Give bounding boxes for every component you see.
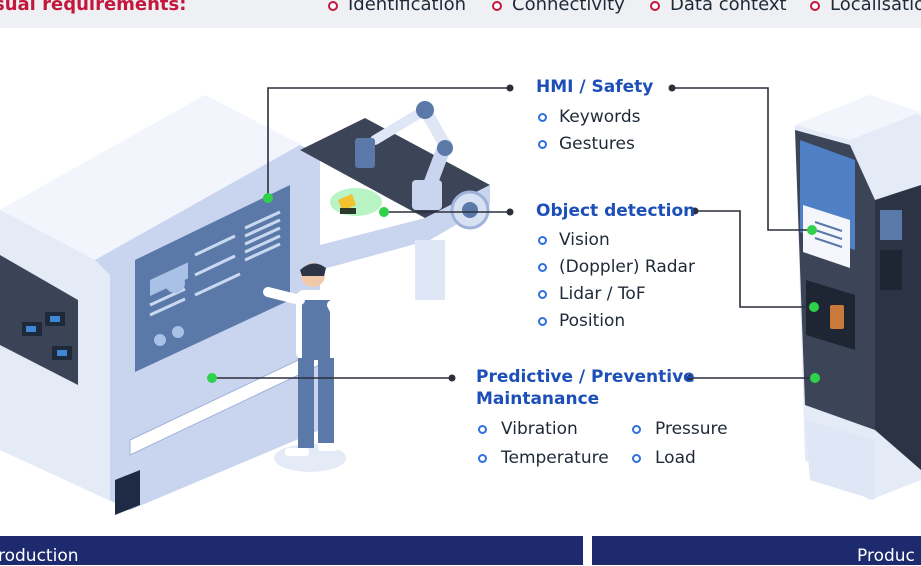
sensor-dot-icon [207, 193, 820, 383]
predictive-title-line2: Maintanance [476, 389, 600, 409]
detection-item-position: Position [559, 311, 626, 331]
bullet-icon [538, 140, 547, 149]
hmi-item-gestures: Gestures [559, 134, 635, 154]
bullet-icon [810, 1, 820, 11]
hmi-safety-title: HMI / Safety [536, 77, 654, 97]
predictive-item-vibration: Vibration [501, 419, 578, 439]
detection-item-lidar: Lidar / ToF [559, 284, 646, 304]
production-machine [0, 95, 331, 515]
worker-icon [263, 263, 350, 472]
bullet-icon [632, 425, 641, 434]
predictive-item-pressure: Pressure [655, 419, 728, 439]
bullet-icon [538, 113, 547, 122]
conveyor-belt [300, 118, 490, 300]
bullet-icon [538, 317, 547, 326]
object-detection-title: Object detection [536, 201, 696, 221]
predictive-item-load: Load [655, 448, 696, 468]
bullet-icon [538, 290, 547, 299]
bullet-icon [538, 236, 547, 245]
requirement-connectivity: Connectivity [512, 0, 625, 15]
bullet-icon [650, 1, 660, 11]
detection-item-vision: Vision [559, 230, 610, 250]
bullet-icon [328, 1, 338, 11]
requirement-identification: Identification [348, 0, 467, 15]
footer-right-bar: Produc [592, 536, 921, 566]
connector-lines [212, 87, 815, 379]
bullet-icon [632, 454, 641, 463]
bullet-icon [492, 1, 502, 11]
coffee-machine-icon [795, 95, 921, 500]
robot-arm-icon [355, 101, 453, 210]
bullet-icon [478, 425, 487, 434]
requirement-localisation: Localisation [830, 0, 921, 15]
bullet-icon [538, 263, 547, 272]
requirements-title: sual requirements: [0, 0, 187, 15]
footer-right-label: Produc [857, 546, 915, 566]
hmi-item-keywords: Keywords [559, 107, 641, 127]
predictive-title-line1: Predictive / Preventive [476, 367, 695, 387]
footer-left-bar: roduction [0, 536, 583, 566]
bullet-icon [478, 454, 487, 463]
requirement-data-context: Data context [670, 0, 787, 15]
detection-item-radar: (Doppler) Radar [559, 257, 695, 277]
footer-left-label: roduction [0, 546, 79, 566]
predictive-item-temperature: Temperature [501, 448, 609, 468]
requirements-bar: sual requirements: Identification Connec… [0, 0, 921, 28]
